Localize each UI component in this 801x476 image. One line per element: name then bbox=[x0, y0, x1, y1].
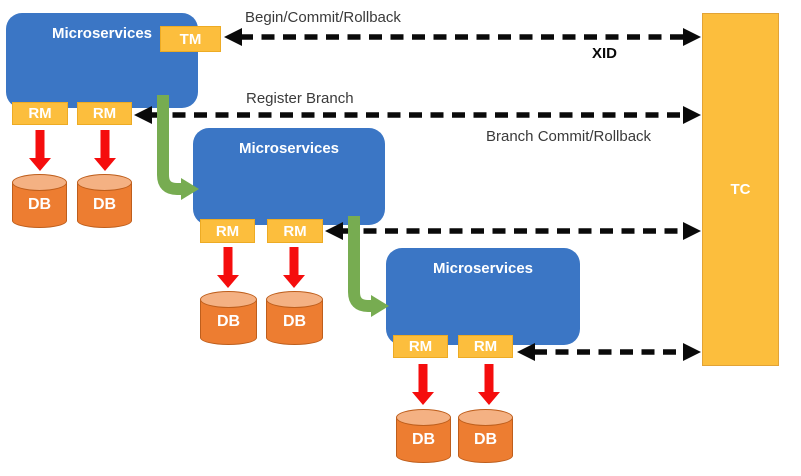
db-label: DB bbox=[411, 431, 436, 448]
db-top-ellipse bbox=[266, 291, 323, 308]
db-cylinder-2-2: DB bbox=[266, 291, 323, 345]
db-cylinder-1-1: DB bbox=[12, 174, 67, 228]
db-label: DB bbox=[473, 431, 498, 448]
tc-label: TC bbox=[730, 181, 751, 198]
dashed-arrow-rm-row3-tc bbox=[517, 343, 701, 361]
microservices-label: Microservices bbox=[432, 260, 534, 277]
rm-label: RM bbox=[92, 105, 117, 122]
dashed-arrow-rm-row1-tc bbox=[134, 106, 701, 124]
tc-box: TC bbox=[702, 13, 779, 366]
db-label: DB bbox=[92, 196, 117, 213]
tm-badge: TM bbox=[160, 26, 221, 52]
red-db-arrow-2-2 bbox=[283, 247, 305, 288]
rm-label: RM bbox=[28, 105, 52, 122]
dashed-arrow-tm-tc bbox=[224, 28, 701, 46]
db-top-ellipse bbox=[200, 291, 257, 308]
begin-commit-rollback-label: Begin/Commit/Rollback bbox=[245, 9, 401, 26]
rm-badge-1-2: RM bbox=[77, 102, 132, 125]
rm-badge-3-2: RM bbox=[458, 335, 513, 358]
red-db-arrow-1-1 bbox=[29, 130, 51, 171]
microservices-box-2: Microservices bbox=[193, 128, 385, 225]
db-cylinder-3-1: DB bbox=[396, 409, 451, 463]
dashed-arrow-rm-row2-tc bbox=[325, 222, 701, 240]
db-label: DB bbox=[216, 313, 241, 330]
branch-commit-rollback-label: Branch Commit/Rollback bbox=[486, 128, 652, 145]
red-db-arrow-1-2 bbox=[94, 130, 116, 171]
db-top-ellipse bbox=[396, 409, 451, 426]
red-db-arrow-3-1 bbox=[412, 364, 434, 405]
rm-label: RM bbox=[215, 222, 240, 240]
tm-label: TM bbox=[179, 30, 202, 48]
db-label: DB bbox=[282, 313, 307, 330]
microservices-label: Microservices bbox=[51, 25, 153, 42]
rm-badge-2-1: RM bbox=[200, 219, 255, 243]
db-cylinder-1-2: DB bbox=[77, 174, 132, 228]
green-flow-arrow-2 bbox=[348, 216, 389, 317]
rm-label: RM bbox=[408, 338, 433, 355]
rm-label: RM bbox=[473, 338, 498, 355]
register-branch-label: Register Branch bbox=[246, 90, 354, 107]
microservices-box-3: Microservices bbox=[386, 248, 580, 345]
db-cylinder-2-1: DB bbox=[200, 291, 257, 345]
db-label: DB bbox=[27, 196, 52, 213]
microservices-label: Microservices bbox=[238, 140, 340, 157]
red-db-arrow-3-2 bbox=[478, 364, 500, 405]
db-top-ellipse bbox=[458, 409, 513, 426]
rm-badge-3-1: RM bbox=[393, 335, 448, 358]
db-cylinder-3-2: DB bbox=[458, 409, 513, 463]
db-top-ellipse bbox=[12, 174, 67, 191]
red-db-arrow-2-1 bbox=[217, 247, 239, 288]
db-top-ellipse bbox=[77, 174, 132, 191]
rm-label: RM bbox=[283, 222, 307, 240]
rm-badge-2-2: RM bbox=[267, 219, 323, 243]
rm-badge-1-1: RM bbox=[12, 102, 68, 125]
xid-label: XID bbox=[592, 45, 618, 62]
